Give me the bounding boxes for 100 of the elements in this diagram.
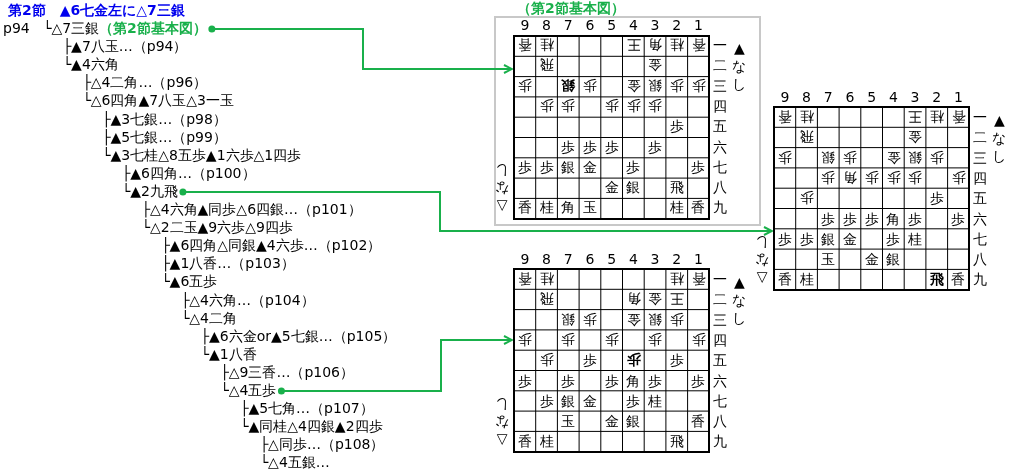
shogi-piece: 歩 — [560, 137, 577, 157]
hand-label: ▲なし — [991, 111, 1008, 165]
shogi-piece: 歩 — [560, 371, 577, 391]
shogi-piece: 歩 — [538, 351, 555, 371]
move-line: ├▲1八香…（p103） — [161, 255, 295, 273]
shogi-piece: 桂 — [798, 108, 815, 128]
shogi-piece: 歩 — [668, 76, 685, 96]
row-number: 五 — [712, 117, 729, 137]
row-number: 三 — [712, 310, 729, 330]
shogi-piece: 銀 — [820, 148, 837, 168]
shogi-piece: 玉 — [820, 250, 837, 270]
shogi-piece: 銀 — [907, 148, 924, 168]
shogi-piece: 桂 — [538, 198, 555, 218]
shogi-piece: 香 — [516, 432, 533, 452]
shogi-piece: 歩 — [928, 189, 945, 209]
move-line: ├▲6四角△同銀▲4六歩…（p102） — [161, 237, 382, 255]
shogi-piece: 金 — [885, 148, 902, 168]
shogi-piece: 歩 — [798, 189, 815, 209]
shogi-piece: 香 — [690, 270, 707, 290]
shogi-piece: 香 — [776, 108, 793, 128]
move-line: └△4五銀… — [259, 454, 330, 469]
shogi-piece: 歩 — [581, 351, 598, 371]
row-number: 二 — [712, 56, 729, 76]
shogi-piece: 王 — [625, 36, 642, 56]
row-number: 八 — [712, 178, 729, 198]
shogi-piece: 歩 — [538, 97, 555, 117]
shogi-piece: 歩 — [668, 351, 685, 371]
shogi-piece: 歩 — [538, 391, 555, 411]
page-reference: p94 — [3, 20, 30, 36]
column-number: 8 — [541, 251, 552, 267]
shogi-piece: 歩 — [560, 97, 577, 117]
shogi-piece: 香 — [950, 108, 967, 128]
move-line: └△4二角 — [180, 309, 237, 328]
shogi-piece: 歩 — [647, 137, 664, 157]
move-line: └▲4六角 — [62, 56, 119, 74]
move-line: └△2二玉▲9六歩△9四歩 — [141, 219, 293, 237]
shogi-piece: 歩 — [950, 209, 967, 229]
hand-label: △なし — [754, 233, 770, 288]
move-line: └▲6五歩 — [161, 273, 218, 292]
shogi-piece: 歩 — [928, 148, 945, 168]
row-number: 三 — [712, 76, 729, 96]
shogi-piece: 角 — [841, 169, 858, 189]
shogi-piece: 歩 — [516, 331, 533, 351]
row-number: 六 — [712, 137, 729, 157]
shogi-piece: 歩 — [647, 331, 664, 351]
shogi-piece: 歩 — [885, 169, 902, 189]
shogi-piece: 銀 — [560, 310, 577, 330]
shogi-piece: 桂 — [928, 108, 945, 128]
move-line: ├△4二角…（p96） — [82, 74, 208, 92]
shogi-piece: 桂 — [538, 36, 555, 56]
shogi-piece: 桂 — [668, 198, 685, 218]
shogi-piece: 桂 — [538, 270, 555, 290]
shogi-piece: 歩 — [625, 391, 642, 411]
row-number: 四 — [712, 96, 729, 116]
row-number: 一 — [712, 36, 729, 55]
shogi-piece: 歩 — [863, 209, 880, 229]
shogi-piece: 歩 — [950, 169, 967, 189]
move-line: └△7三銀 — [43, 20, 100, 36]
column-number: 5 — [866, 89, 878, 105]
shogi-piece: 歩 — [603, 371, 620, 391]
shogi-piece: 金 — [863, 250, 880, 270]
shogi-piece: 歩 — [863, 169, 880, 189]
shogi-piece: 飛 — [668, 178, 685, 198]
shogi-piece: 歩 — [560, 331, 577, 351]
shogi-piece: 角 — [647, 36, 664, 56]
shogi-piece: 銀 — [885, 250, 902, 270]
row-number: 四 — [712, 330, 729, 350]
hand-label: △なし — [494, 161, 510, 216]
column-number: 4 — [627, 17, 639, 33]
row-number: 八 — [712, 412, 729, 432]
shogi-piece: 銀 — [647, 310, 664, 330]
row-number: 五 — [712, 351, 729, 371]
move-line: ├△4六角▲同歩△6四銀…（p101） — [141, 201, 362, 218]
row-number: 三 — [972, 148, 989, 168]
column-number: 6 — [584, 251, 596, 267]
shogi-piece: 桂 — [907, 229, 924, 249]
shogi-piece: 角 — [625, 290, 642, 310]
shogi-piece: 金 — [647, 56, 664, 76]
move-line: └▲同桂△4四銀▲2四歩 — [240, 418, 383, 436]
column-number: 1 — [692, 17, 704, 33]
shogi-piece: 歩 — [820, 169, 837, 189]
shogi-piece: 歩 — [603, 97, 620, 117]
shogi-piece: 銀 — [820, 229, 837, 249]
column-number: 1 — [692, 251, 704, 267]
row-number: 一 — [712, 270, 729, 289]
move-line: ├▲6四角…（p100） — [121, 164, 256, 182]
shogi-piece: 角 — [885, 209, 902, 229]
row-number: 二 — [972, 128, 989, 148]
row-number: 六 — [972, 209, 989, 229]
shogi-piece: 玉 — [560, 412, 577, 432]
shogi-piece: 金 — [603, 178, 620, 198]
move-line: └▲1八香 — [200, 345, 257, 364]
shogi-piece: 金 — [907, 128, 924, 148]
shogi-piece: 金 — [625, 310, 642, 330]
shogi-piece: 歩 — [581, 76, 598, 96]
shogi-piece: 歩 — [647, 97, 664, 117]
shogi-piece: 飛 — [668, 432, 685, 452]
shogi-piece: 金 — [647, 290, 664, 310]
move-line: └▲2九飛 — [121, 182, 178, 199]
shogi-piece: 香 — [950, 270, 967, 290]
